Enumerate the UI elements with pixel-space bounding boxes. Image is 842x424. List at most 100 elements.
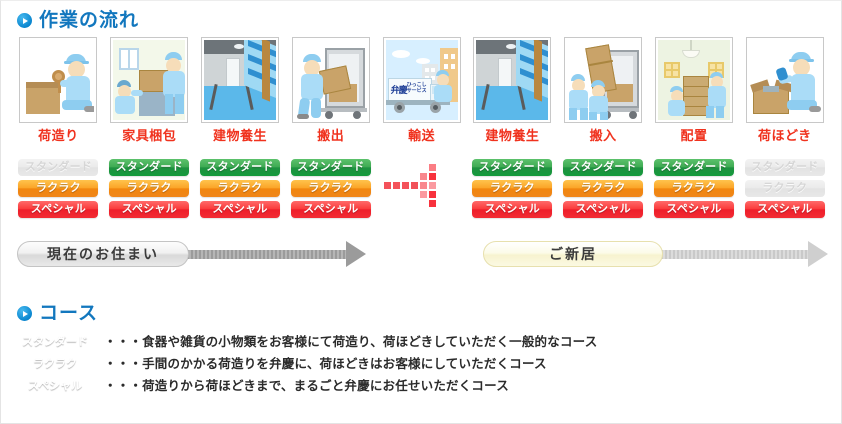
flow-step-thumbnail [110,37,189,123]
truck-sub-line2: サービス [406,88,427,94]
pixel-arrow-right-icon [382,160,462,216]
worker-loading-box-into-truck-illustration [295,40,367,120]
badge-special: スペシャル [290,201,371,218]
workers-placing-chest-in-room-illustration [657,40,730,120]
section-heading-flow: 作業の流れ [17,11,139,30]
arrow-head-icon [346,241,366,267]
progress-bar-new-home: ご新居 [483,239,828,269]
progress-bar-current-home: 現在のお住まい [17,239,366,269]
flow-step-thumbnail [745,37,824,123]
flow-step-thumbnail [654,37,733,123]
flow-step-8: 荷ほどき [739,37,830,142]
badge-column-7: スタンダード ラクラク スペシャル [649,159,740,227]
truck-sub-line1: ひっこし [406,82,427,88]
badge-rakuraku: ラクラク [290,180,371,197]
badge-column-5: スタンダード ラクラク スペシャル [467,159,558,227]
flow-steps-row: 荷造り [13,37,831,142]
course-legend-row: ラクラク ・・・手間のかかる荷造りを弁慶に、荷ほどきはお客様にしていただくコース [15,353,597,375]
course-badge-standard: スタンダード [22,335,88,348]
progress-bar-label: 現在のお住まい [17,241,189,267]
flow-step-thumbnail [291,37,370,123]
packing-worker-taping-box-illustration [22,40,95,120]
badge-standard: スタンダード [563,159,644,176]
badge-special: スペシャル [653,201,734,218]
badge-column-3: スタンダード ラクラク スペシャル [285,159,376,227]
location-progress-bars: 現在のお住まい ご新居 [13,239,831,273]
truck-brand-text: 弁慶 [390,85,408,95]
section-title-course: コース [39,303,99,324]
badge-rakuraku: ラクラク [653,180,734,197]
flow-step-label: 搬入 [589,128,617,143]
flow-step-label: 建物養生 [212,128,267,143]
flow-step-1: 家具梱包 [104,37,195,142]
flow-step-label: 輸送 [408,128,436,143]
badge-rakuraku: ラクラク [109,180,190,197]
course-legend-row: スペシャル ・・・荷造りから荷ほどきまで、まるごと弁慶にお任せいただくコース [15,375,597,397]
flow-step-label: 家具梱包 [122,128,177,143]
arrow-shaft [657,249,809,259]
flow-step-0: 荷造り [13,37,104,142]
course-legend-row: スタンダード ・・・食器や雑貨の小物類をお客様にて荷造り、荷ほどきしていただく一… [15,331,597,353]
course-badge-rakuraku: ラクラク [33,357,77,370]
badge-rakuraku: ラクラク [199,180,280,197]
play-circle-icon [17,306,32,321]
badge-standard: スタンダード [109,159,190,176]
flow-step-3: 搬出 [285,37,376,142]
course-description: ・・・食器や雑貨の小物類をお客様にて荷造り、荷ほどきしていただく一般的なコース [104,334,598,349]
play-circle-icon [17,13,32,28]
hallway-stairs-protection-sheets-illustration [476,40,549,120]
section-title-flow: 作業の流れ [39,10,140,31]
course-legend-list: スタンダード ・・・食器や雑貨の小物類をお客様にて荷造り、荷ほどきしていただく一… [15,331,597,397]
badge-column-4-transport [376,159,467,227]
hallway-stairs-protection-sheets-illustration [203,40,276,120]
flow-step-label: 搬出 [317,128,345,143]
badge-standard: スタンダード [653,159,734,176]
flow-step-thumbnail [564,37,643,123]
moving-truck-in-town-illustration: 弁慶 ひっこし サービス [385,40,458,120]
flow-step-label: 建物養生 [485,128,540,143]
badge-special: スペシャル [472,201,553,218]
course-availability-grid: スタンダード ラクラク スペシャル スタンダード ラクラク スペシャル スタンダ… [13,159,831,227]
badge-rakuraku: ラクラク [744,180,825,197]
badge-column-2: スタンダード ラクラク スペシャル [195,159,286,227]
badge-rakuraku: ラクラク [472,180,553,197]
flow-step-thumbnail: 弁慶 ひっこし サービス [382,37,461,123]
badge-special: スペシャル [744,201,825,218]
flow-step-5: 建物養生 [467,37,558,142]
badge-standard: スタンダード [290,159,371,176]
badge-standard: スタンダード [744,159,825,176]
flow-step-4: 弁慶 ひっこし サービス 輸送 [376,37,467,142]
flow-step-6: 搬入 [558,37,649,142]
arrow-head-icon [808,241,828,267]
section-heading-course: コース [17,304,98,323]
badge-rakuraku: ラクラク [18,180,99,197]
badge-rakuraku: ラクラク [563,180,644,197]
flow-step-thumbnail [200,37,279,123]
progress-bar-label: ご新居 [483,241,663,267]
badge-special: スペシャル [109,201,190,218]
badge-standard: スタンダード [472,159,553,176]
badge-special: スペシャル [563,201,644,218]
flow-step-label: 荷ほどき [757,128,812,143]
badge-special: スペシャル [199,201,280,218]
flow-step-label: 配置 [680,128,708,143]
badge-column-8: スタンダード ラクラク スペシャル [739,159,830,227]
badge-standard: スタンダード [199,159,280,176]
flow-step-2: 建物養生 [195,37,286,142]
flow-step-thumbnail [19,37,98,123]
course-description: ・・・手間のかかる荷造りを弁慶に、荷ほどきはお客様にしていただくコース [104,356,547,371]
worker-unpacking-box-illustration [749,40,821,120]
arrow-shaft [183,249,347,259]
badge-special: スペシャル [18,201,99,218]
badge-standard: スタンダード [18,159,99,176]
flow-step-thumbnail [473,37,552,123]
flow-step-label: 荷造り [38,128,79,143]
two-workers-wrapping-furniture-illustration [113,40,186,120]
flow-step-7: 配置 [649,37,740,142]
course-badge-special: スペシャル [27,379,83,392]
badge-column-1: スタンダード ラクラク スペシャル [104,159,195,227]
two-workers-carrying-furniture-in-illustration [567,40,640,120]
course-description: ・・・荷造りから荷ほどきまで、まるごと弁慶にお任せいただくコース [104,378,509,393]
badge-column-0: スタンダード ラクラク スペシャル [13,159,104,227]
